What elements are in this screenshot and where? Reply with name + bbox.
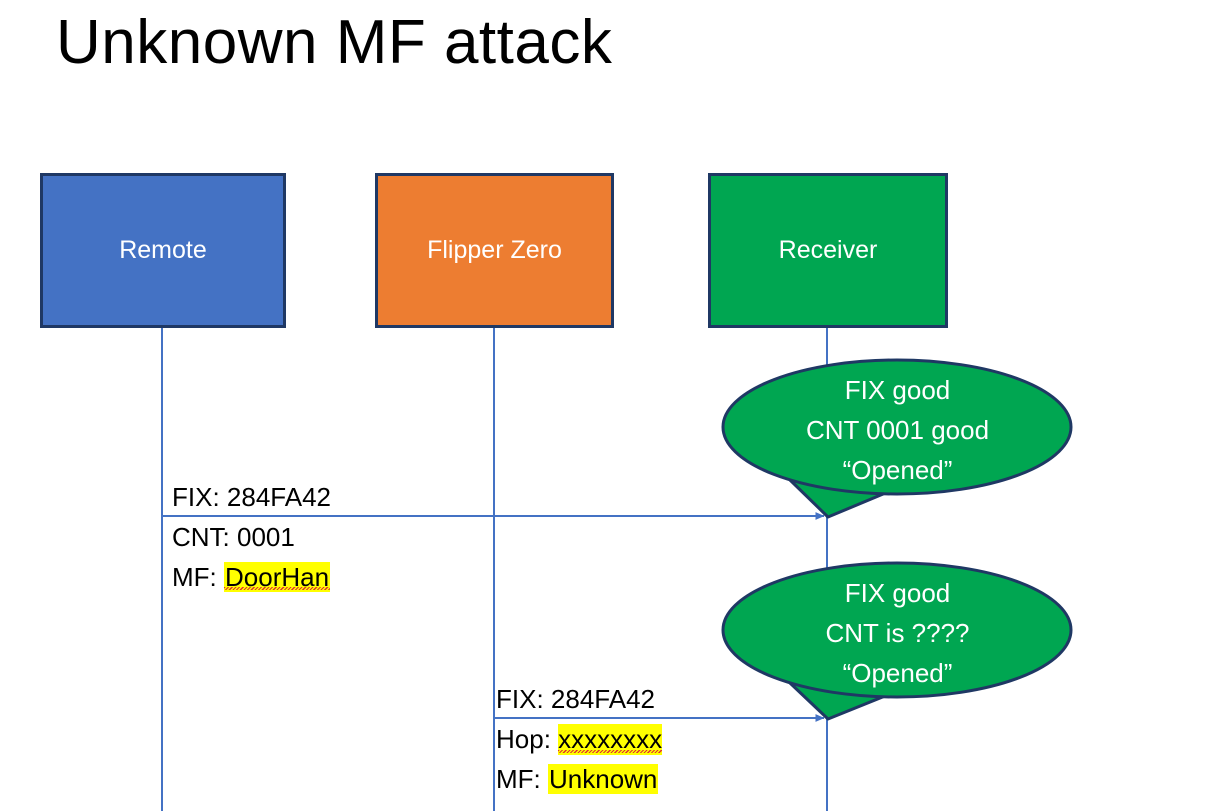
actor-label-receiver: Receiver bbox=[778, 235, 878, 264]
message2-line-mf: MF: Unknown bbox=[496, 759, 662, 799]
actor-label-remote: Remote bbox=[119, 235, 207, 264]
message-line-mf-label: MF: bbox=[172, 562, 224, 592]
message-line-cnt: CNT: 0001 bbox=[172, 517, 331, 557]
message-label-2: FIX: 284FA42 Hop: xxxxxxxx MF: Unknown bbox=[496, 679, 663, 799]
message-line-mf-value: DoorHan bbox=[224, 562, 331, 592]
message2-line-hop-value: xxxxxxxx bbox=[558, 724, 663, 755]
message2-line-fix: FIX: 284FA42 bbox=[496, 679, 662, 719]
actor-label-flipper-zero: Flipper Zero bbox=[427, 235, 562, 264]
message-line-fix-label: FIX: bbox=[172, 482, 227, 512]
callout-text-2: FIX good CNT is ???? “Opened” bbox=[723, 573, 1072, 693]
callout2-line-1: FIX good bbox=[844, 578, 951, 608]
message2-line-mf-label: MF: bbox=[496, 764, 548, 794]
callout1-line-1: FIX good bbox=[844, 375, 951, 405]
callout1-line-3: “Opened” bbox=[842, 455, 953, 485]
callout-text-1: FIX good CNT 0001 good “Opened” bbox=[723, 370, 1072, 490]
message2-line-mf-value: Unknown bbox=[548, 764, 659, 794]
message2-line-hop: Hop: xxxxxxxx bbox=[496, 719, 663, 759]
actor-box-remote[interactable]: Remote bbox=[40, 173, 286, 328]
callout2-line-3: “Opened” bbox=[842, 658, 953, 688]
callout2-line-2: CNT is ???? bbox=[825, 618, 970, 648]
message-line-mf: MF: DoorHan bbox=[172, 557, 331, 597]
message-line-fix: FIX: 284FA42 bbox=[172, 477, 331, 517]
callout1-line-2: CNT 0001 good bbox=[805, 415, 990, 445]
actor-box-receiver[interactable]: Receiver bbox=[708, 173, 948, 328]
message-line-cnt-label: CNT: bbox=[172, 522, 237, 552]
message2-line-hop-label: Hop: bbox=[496, 724, 559, 754]
message-line-cnt-value: 0001 bbox=[237, 522, 295, 552]
page-title: Unknown MF attack bbox=[56, 8, 613, 77]
message2-line-fix-value: 284FA42 bbox=[550, 684, 655, 714]
message2-line-fix-label: FIX: bbox=[496, 684, 551, 714]
message-label-1: FIX: 284FA42 CNT: 0001 MF: DoorHan bbox=[172, 477, 331, 597]
message-line-fix-value: 284FA42 bbox=[226, 482, 331, 512]
actor-box-flipper-zero[interactable]: Flipper Zero bbox=[375, 173, 614, 328]
